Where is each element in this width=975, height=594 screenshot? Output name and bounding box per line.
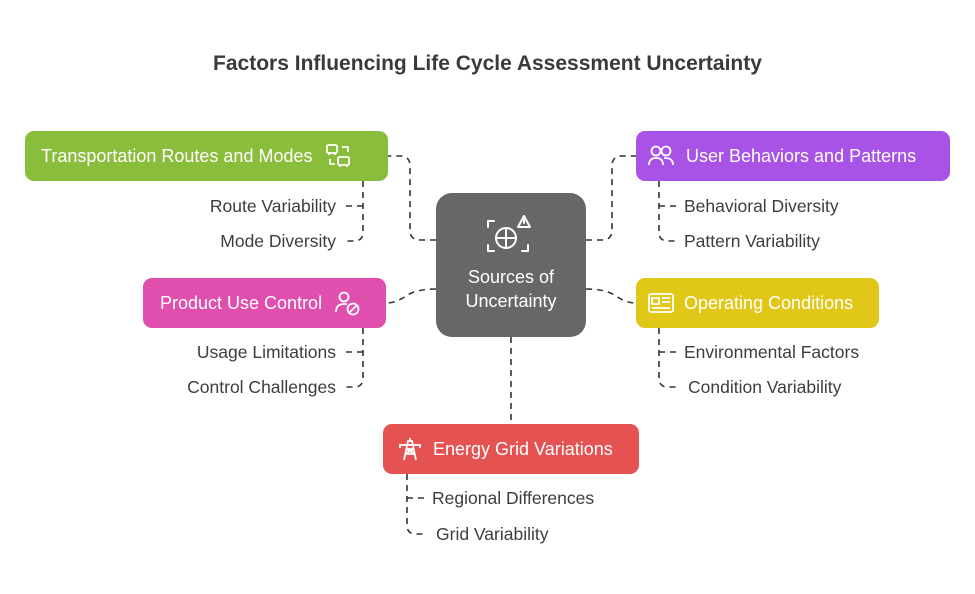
factor-operating-label: Operating Conditions [684, 292, 854, 313]
operating-item-2: Condition Variability [688, 377, 842, 397]
power-tower-icon [395, 434, 425, 464]
transport-item-2: Mode Diversity [220, 231, 336, 251]
operating-item-1: Environmental Factors [684, 342, 860, 362]
diagram-title: Factors Influencing Life Cycle Assessmen… [213, 52, 762, 75]
connector-center-transport [388, 155, 436, 241]
factor-energy-label: Energy Grid Variations [433, 438, 613, 459]
users-icon [646, 141, 676, 171]
product-item-2: Control Challenges [187, 377, 336, 397]
factor-product: Product Use Control [143, 278, 386, 328]
user-item-2: Pattern Variability [684, 231, 820, 251]
user-item-1: Behavioral Diversity [684, 196, 839, 216]
uncertainty-chart-warning-icon [487, 215, 531, 252]
factor-product-label: Product Use Control [160, 292, 323, 313]
connector-center-user [586, 155, 636, 241]
factor-operating: Operating Conditions [636, 278, 879, 328]
factor-transport-label: Transportation Routes and Modes [41, 145, 313, 166]
transport-vehicles-icon [323, 141, 353, 171]
connector-energy-items [406, 474, 425, 535]
operating-panel-icon [646, 288, 676, 318]
energy-item-1: Regional Differences [432, 488, 595, 508]
factor-transport: Transportation Routes and Modes [25, 131, 388, 181]
connector-center-product [385, 288, 437, 304]
energy-item-2: Grid Variability [436, 524, 549, 544]
factor-energy: Energy Grid Variations [383, 424, 639, 474]
connector-product-items [346, 328, 364, 388]
user-blocked-icon [332, 288, 362, 318]
connector-center-operating [585, 288, 637, 304]
connector-operating-items [658, 328, 676, 388]
connector-user-items [658, 181, 676, 242]
product-item-1: Usage Limitations [196, 342, 336, 362]
factor-user: User Behaviors and Patterns [636, 131, 950, 181]
transport-item-1: Route Variability [209, 196, 336, 216]
connector-transport-items [346, 181, 364, 242]
factor-user-label: User Behaviors and Patterns [686, 145, 917, 166]
